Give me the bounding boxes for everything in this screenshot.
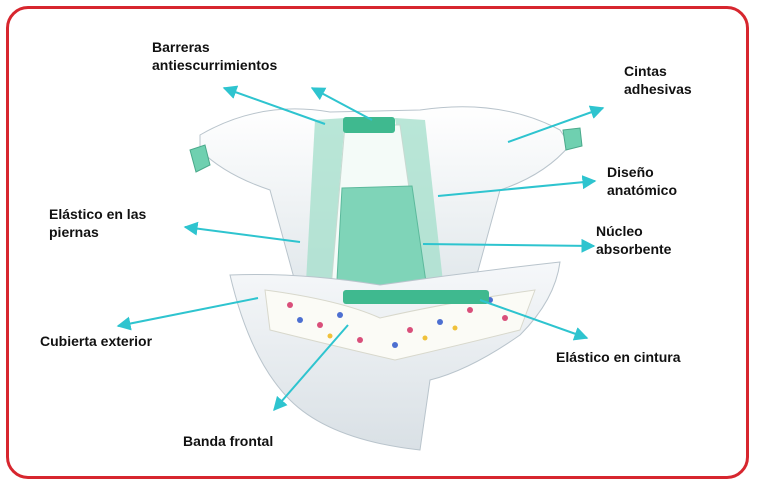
label-elastico-piernas: Elástico en las piernas [49, 205, 146, 241]
front-waist-elastic [343, 290, 489, 304]
label-barreras: Barreras antiescurrimientos [152, 38, 277, 74]
label-nucleo: Núcleo absorbente [596, 222, 671, 258]
arrow-cubierta [118, 298, 258, 326]
label-banda: Banda frontal [183, 432, 273, 450]
label-diseno: Diseño anatómico [607, 163, 677, 199]
label-cintas: Cintas adhesivas [624, 62, 692, 98]
diaper-illustration [190, 107, 582, 450]
label-elastico-cintura: Elástico en cintura [556, 348, 680, 366]
label-cubierta: Cubierta exterior [40, 332, 152, 350]
